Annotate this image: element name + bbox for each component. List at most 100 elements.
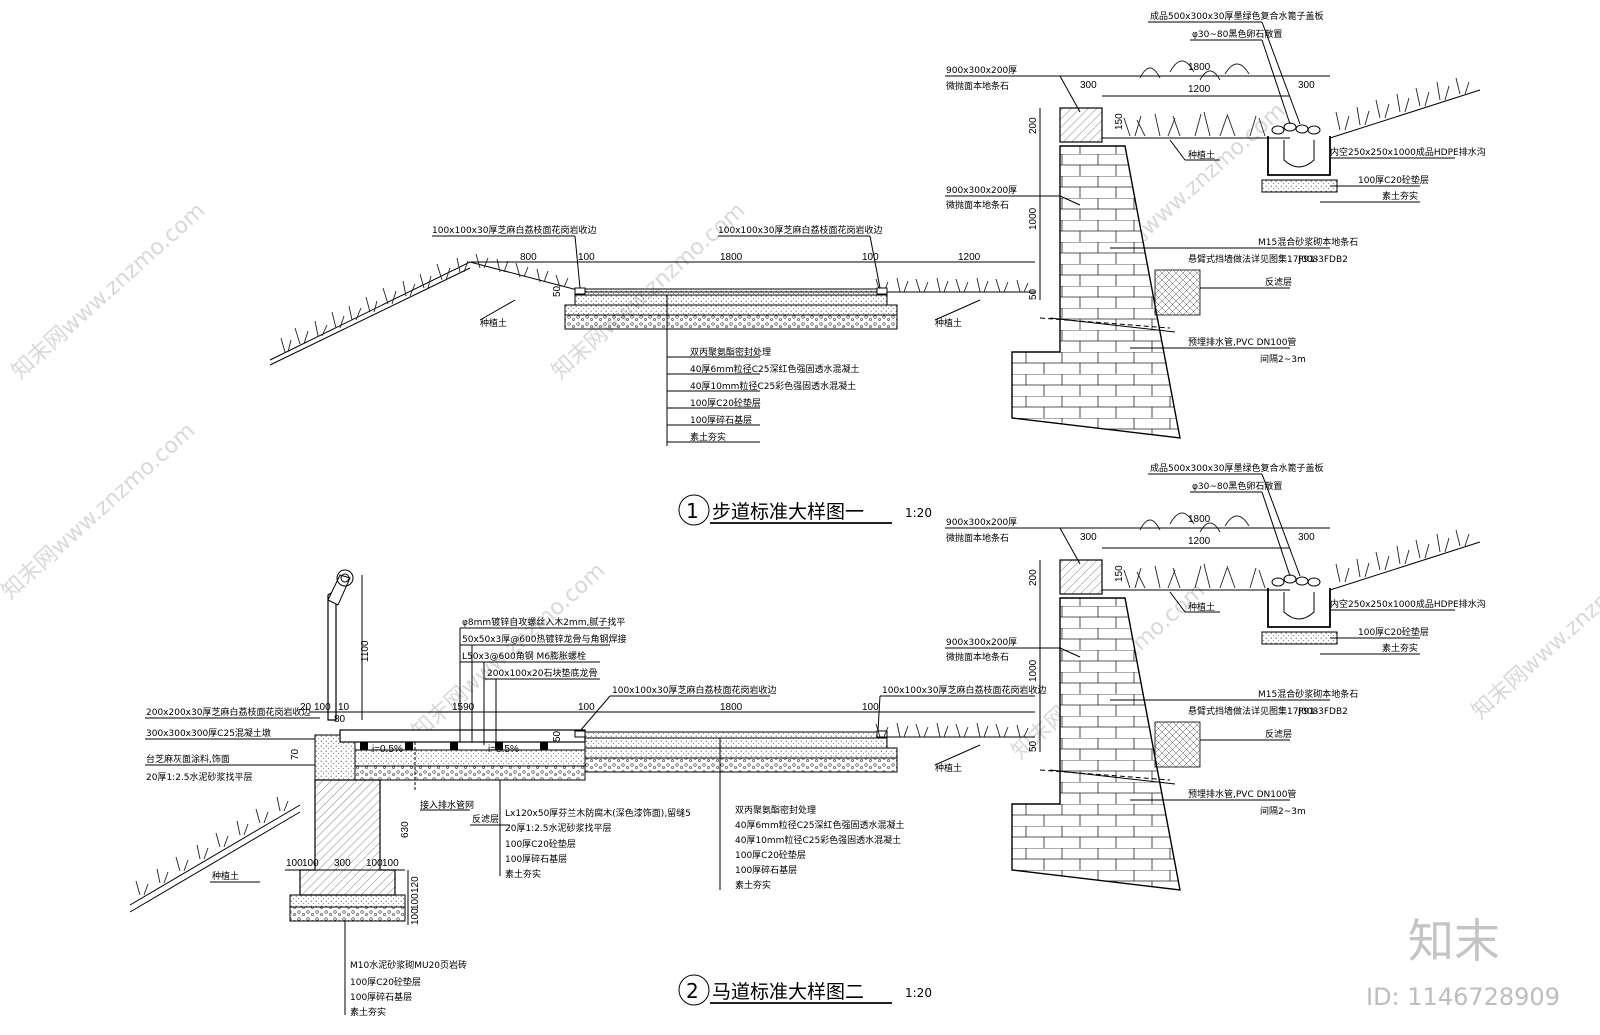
watermark-group: 知末网www.znzmo.com 知末网www.znzmo.com 知末网www… [0,98,1600,764]
cap-note: 微抛面本地条石 [946,80,1009,92]
callout-edge-mid: 100x100x30厚芝麻白荔枝面花岗岩收边 [612,684,776,696]
callouts-left-2: 200x200x30厚芝麻白荔枝面花岗岩收边 300x300x300厚C25混凝… [145,706,981,883]
dim-10: 10 [338,702,350,713]
dim-100: 100 [302,858,319,869]
channel-soil-note: 素土夯实 [1382,642,1418,654]
mortar-note: M15混合砂浆砌本地条石 [1258,688,1358,700]
body-note: 900x300x200厚 [946,185,1017,196]
footing-c20 [289,894,406,908]
dim-200: 200 [1028,569,1039,586]
dim-70: 70 [290,748,301,760]
layer-label: 100厚C20砼垫层 [505,838,576,850]
footing-layer-list: M10水泥砂浆砌MU20页岩砖 100厚C20砼垫层 100厚碎石基层 素土夯实 [344,921,467,1018]
dim-1800: 1800 [1188,514,1211,525]
dim-1800: 1800 [1188,62,1211,73]
layer-label: 素土夯实 [505,868,541,880]
callouts-top-2: φ8mm镀锌自攻螺丝入木2mm,腻子找平 50x50x3厚@600热镀锌龙骨与角… [459,616,1046,748]
callout-drain: 接入排水管网 [420,799,474,811]
dim-150: 150 [1114,113,1125,130]
layer-label: 100厚C20砼垫层 [690,397,761,409]
dim-50: 50 [552,730,563,742]
dim-120: 120 [410,876,421,893]
retaining-wall-1-labels: 300 1800 1200 300 200 1000 150 50 成品500x… [945,10,1486,365]
callout-edge-left: 100x100x30厚芝麻白荔枝面花岗岩收边 [432,224,596,236]
cap-note: 900x300x200厚 [946,517,1017,528]
layer-label: 40厚10mm粒径C25彩色强固透水混凝土 [690,380,856,392]
retaining-wall-1 [1011,60,1481,439]
dim-50: 50 [1028,740,1039,752]
layer-label: 素土夯实 [690,431,726,443]
grass-right [875,277,1029,293]
dim-300: 300 [334,858,351,869]
dim-80: 80 [334,714,346,725]
detail-scale: 1:20 [905,506,932,520]
layer-list-1: 双丙聚氨酯密封处理 40厚6mm粒径C25深红色强固透水混凝土 40厚10mm粒… [667,346,859,443]
cap-note: 900x300x200厚 [946,65,1017,76]
dim-100: 100 [578,702,595,713]
pervious-concrete-top-2 [584,731,878,739]
callout-filter: 反滤层 [472,813,499,825]
channel-soil-note: 素土夯实 [1382,190,1418,202]
channel-note: 内空250x250x1000成品HDPE排水沟 [1330,598,1486,610]
callout-edge-right: 100x100x30厚芝麻白荔枝面花岗岩收边 [718,224,882,236]
body-note: 微抛面本地条石 [946,199,1009,211]
channel-base-note: 100厚C20砼垫层 [1358,174,1429,186]
layer-c25 [574,294,888,306]
pebble-note: φ30~80黑色卵石散置 [1192,28,1282,40]
dim-100: 100 [366,858,383,869]
layer-label: 40厚6mm粒径C25深红色强固透水混凝土 [735,819,904,831]
dim-1590: 1590 [452,702,475,713]
planting-soil-left: 种植土 [480,317,507,329]
body-note: 900x300x200厚 [946,637,1017,648]
dim-100: 100 [578,252,595,263]
dim-800: 800 [520,252,537,263]
grass-left-2 [135,796,289,896]
granite-edge-right [876,287,888,295]
dim-200: 200 [1028,117,1039,134]
planting-soil: 种植土 [1188,149,1215,161]
layer-label: 双丙聚氨酯密封处理 [735,804,816,816]
dim-100: 100 [286,858,303,869]
planting-soil-right: 种植土 [935,317,962,329]
detail-number-circle [678,974,710,1006]
watermark-logo: 知末 [1408,914,1500,968]
dim-100: 100 [862,252,879,263]
post-base [314,734,356,781]
layer-label: 100厚碎石基层 [735,864,797,876]
planting-soil: 种植土 [1188,601,1215,613]
slope-label: i=0.5% [372,744,403,755]
planting-soil-right: 种植土 [935,762,962,774]
pipe-note: 预埋排水管,PVC DN100管 [1188,788,1296,800]
layer-label: 100厚C20砼垫层 [735,849,806,861]
layer-label: 素土夯实 [350,1006,386,1018]
detail-title: 步道标准大样图一 [712,501,864,523]
dim-1200: 1200 [1188,84,1211,95]
watermark-text: 知末网www.znzmo.com [7,198,210,384]
layer-label: 20厚1:2.5水泥砂浆找平层 [505,822,612,834]
drain-ref-note: 悬臂式挡墙做法详见图集17J008 [1188,253,1319,265]
detail-number: 1 [686,499,699,523]
detail-number: 2 [686,979,699,1003]
dim-1200: 1200 [958,252,981,263]
grass-right-2 [875,722,1029,738]
slope-label: i=0.5% [488,744,519,755]
handrail-section [336,569,354,587]
brick-footing [299,779,396,896]
dim-50: 50 [552,285,563,297]
retaining-wall-2-labels: 300 1800 1200 300 200 1000 150 50 成品500x… [945,462,1486,817]
callout-cap: 200x200x30厚芝麻白荔枝面花岗岩收边 [146,706,310,718]
dim-1000: 1000 [1028,659,1039,682]
callout-bolt: φ8mm镀锌自攻螺丝入木2mm,腻子找平 [462,616,625,628]
watermark-text: 知末网www.znzmo.com [0,418,200,604]
drain-ref-note: P91-3FDB2 [1298,255,1348,265]
grass-upper [1123,60,1470,137]
deck-gravel [354,765,586,781]
cap-note: 微抛面本地条石 [946,532,1009,544]
callout-edge-right: 100x100x30厚芝麻白荔枝面花岗岩收边 [882,684,1046,696]
dim-300: 300 [1080,532,1097,543]
dim-630: 630 [400,821,411,838]
granite-edge-left [574,287,586,295]
pipe-note: 预埋排水管,PVC DN100管 [1188,336,1296,348]
deck-keels [360,742,548,750]
pebble-note: φ30~80黑色卵石散置 [1192,480,1282,492]
